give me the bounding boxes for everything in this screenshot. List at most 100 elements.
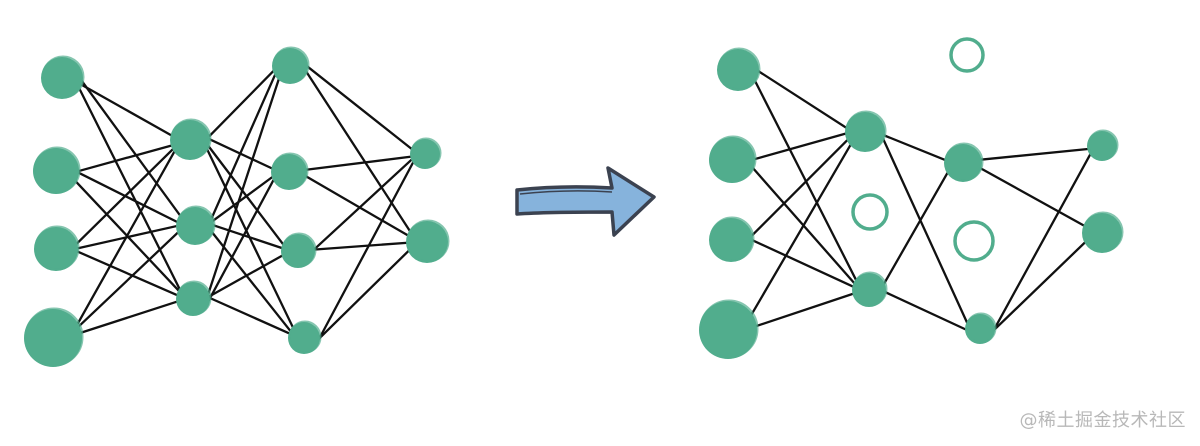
edge-h1-1-h2-1: [201, 62, 282, 144]
neuron-rim-hidden-2-2: [271, 152, 309, 190]
neuron-rim-hidden-1-1: [845, 110, 887, 152]
neuron-rim-input-4: [24, 307, 84, 367]
edge-h2-3-out-2: [310, 240, 422, 251]
edge-in-3-h1-1: [69, 138, 184, 251]
neuron-rim-input-3: [34, 225, 80, 271]
edge-h1-1-h2-2: [204, 136, 281, 174]
edge-h1-3-h2-2: [880, 162, 955, 289]
edge-in-1-h1-3: [73, 77, 186, 300]
edge-h2-4-out-2: [994, 231, 1097, 330]
edge-in-1-h1-3: [749, 70, 862, 290]
edge-h1-3-h2-1: [204, 62, 286, 302]
edge-h2-1-out-2: [301, 64, 420, 246]
full-network-edges: [64, 62, 422, 341]
dropped-neuron-hidden-2-1: [949, 37, 985, 73]
edge-h2-2-out-1: [974, 147, 1097, 162]
edge-h2-4-out-1: [318, 152, 420, 340]
edge-in-4-h1-3: [741, 289, 864, 332]
edge-in-4-h1-1: [742, 131, 859, 330]
neuron-rim-hidden-1-2: [176, 205, 216, 245]
arrow-sketch-line: [519, 190, 613, 195]
edge-h1-3-h2-4: [204, 294, 299, 338]
edge-in-1-h1-1: [752, 66, 857, 135]
edge-in-2-h1-1: [743, 129, 857, 163]
neuron-output-2: [1082, 213, 1122, 253]
edge-in-1-h1-1: [72, 79, 182, 142]
edge-in-2-h1-3: [743, 157, 861, 291]
neuron-input-3: [34, 227, 78, 271]
edge-h1-3-h2-2: [206, 167, 281, 303]
dropped-neuron-hidden-2-3: [953, 220, 995, 262]
arrow-body: [515, 166, 656, 237]
edge-h2-2-out-2: [300, 172, 422, 244]
neuron-input-1: [717, 49, 759, 91]
neuron-rim-hidden-2-2: [944, 142, 984, 182]
neuron-input-3: [709, 218, 753, 262]
neuron-rim-output-2: [1082, 211, 1124, 253]
right-arrow-icon: [515, 166, 656, 237]
edge-h2-1-out-1: [303, 62, 419, 155]
dropout-network-nodes: [699, 37, 1124, 359]
neuron-hidden-1-3: [176, 282, 210, 316]
neuron-input-2: [33, 148, 79, 194]
neuron-input-4: [699, 301, 757, 359]
edge-in-3-h1-1: [744, 128, 860, 243]
edge-h1-2-h2-4: [205, 224, 297, 339]
neuron-rim-hidden-2-4: [288, 320, 322, 354]
neuron-hidden-1-3: [852, 273, 886, 307]
dropout-network-edges: [741, 66, 1097, 333]
neuron-hidden-1-1: [845, 112, 885, 152]
neuron-rim-output-1: [410, 137, 442, 169]
neuron-rim-input-3: [709, 216, 755, 262]
neuron-hidden-2-3: [281, 234, 315, 268]
edge-h2-3-out-1: [311, 154, 418, 253]
neuron-rim-input-1: [41, 55, 85, 99]
neuron-input-4: [24, 309, 82, 367]
edge-h2-2-out-2: [973, 164, 1097, 234]
neuron-hidden-2-4: [965, 314, 995, 344]
watermark: @稀土掘金技术社区: [1019, 410, 1186, 431]
edge-in-1-h1-2: [76, 74, 189, 227]
neuron-hidden-2-2: [271, 154, 307, 190]
edge-h2-4-out-2: [317, 239, 420, 341]
neuron-rim-hidden-2-4: [965, 312, 997, 344]
neuron-hidden-2-4: [288, 322, 320, 354]
full-network-nodes: [24, 46, 450, 367]
edge-in-3-h1-2: [69, 222, 188, 252]
edge-in-4-h1-1: [67, 138, 183, 341]
neuron-input-2: [709, 137, 755, 183]
neuron-rim-hidden-2-1: [272, 46, 310, 84]
edge-in-2-h1-2: [70, 167, 191, 230]
edge-h1-2-h2-2: [208, 170, 281, 225]
edge-h1-2-h2-1: [206, 62, 282, 228]
neuron-hidden-2-2: [944, 144, 982, 182]
neuron-rim-output-1: [1087, 129, 1119, 161]
edge-in-4-h1-2: [66, 223, 188, 338]
edge-h1-1-h2-4: [879, 132, 972, 332]
neuron-hidden-1-1: [170, 120, 210, 160]
neuron-rim-hidden-1-3: [852, 271, 888, 307]
neuron-input-1: [41, 57, 83, 99]
edge-h1-3-h2-3: [207, 251, 290, 298]
edge-h2-4-out-1: [991, 146, 1095, 333]
dropout-network: [699, 37, 1124, 359]
neuron-output-1: [410, 139, 440, 169]
neuron-hidden-2-1: [272, 48, 308, 84]
neuron-rim-hidden-2-3: [281, 232, 317, 268]
neuron-rim-hidden-1-1: [170, 118, 212, 160]
neuron-output-2: [406, 221, 448, 263]
edge-in-3-h1-3: [744, 236, 862, 291]
neuron-rim-input-2: [709, 135, 757, 183]
neuron-rim-output-2: [406, 219, 450, 263]
edge-in-4-h1-3: [64, 298, 185, 339]
neuron-output-1: [1087, 131, 1117, 161]
neuron-rim-hidden-1-3: [176, 280, 212, 316]
neuron-rim-input-1: [717, 47, 761, 91]
edge-in-2-h1-1: [70, 141, 182, 175]
edge-h2-2-out-1: [300, 154, 420, 172]
neuron-rim-input-4: [699, 299, 759, 359]
dropped-neuron-hidden-1-2: [851, 193, 889, 231]
edge-in-3-h1-3: [69, 247, 185, 300]
